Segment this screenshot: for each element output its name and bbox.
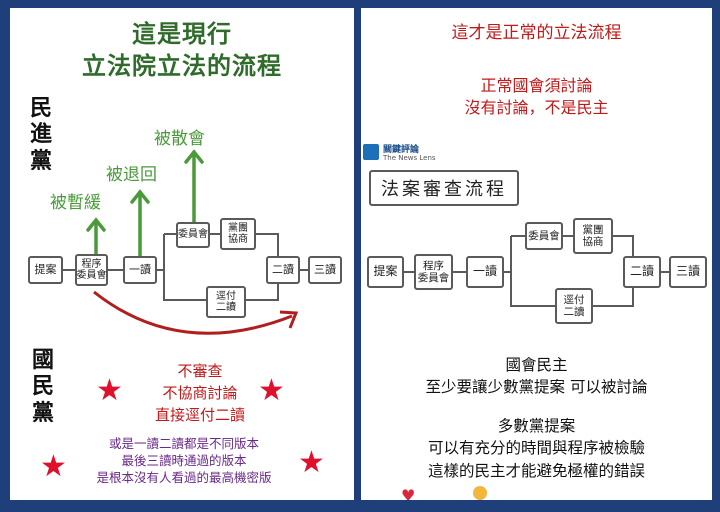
- panel-title-line1: 這是現行: [132, 20, 232, 48]
- purple-note: 或是一讀二讀都是不同版本 最後三讀時通過的版本 是根本沒有人看過的最高機密版: [96, 436, 272, 485]
- scattered-label: 被散會: [154, 129, 205, 149]
- right-heading: 這才是正常的立法流程: [451, 23, 622, 43]
- committee-box: 委員會: [525, 222, 563, 250]
- direct-to-second-box: 逕付 二讀: [555, 288, 593, 324]
- star-icon: ★: [298, 445, 325, 480]
- normal-process-panel: 這才是正常的立法流程 正常國會須討論 沒有討論，不是民主 關鍵評論 The Ne…: [361, 8, 712, 500]
- proposal-box: 提案: [28, 256, 63, 284]
- procedure-committee-box: 程序 委員會: [414, 254, 453, 290]
- star-icon: ★: [40, 449, 67, 484]
- direct-to-second-box: 逕付 二讀: [206, 286, 246, 318]
- second-reading-box: 二讀: [266, 256, 300, 284]
- red-line-3: 直接逕付二讀: [154, 406, 245, 424]
- procedure-committee-box: 程序 委員會: [75, 254, 108, 286]
- committee-box: 委員會: [176, 222, 210, 248]
- first-reading-box: 一讀: [466, 256, 504, 288]
- heart-icon: ♥: [401, 486, 416, 501]
- caucus-negotiation-box: 黨團 協商: [573, 218, 613, 254]
- first-reading-box: 一讀: [123, 256, 157, 284]
- returned-label: 被退回: [106, 165, 157, 185]
- star-icon: ★: [258, 373, 285, 408]
- logo-cn: 關鍵評論: [383, 145, 420, 155]
- red-line-1: 不審查: [177, 362, 223, 380]
- emoji-icon: [473, 486, 487, 500]
- dpp-label: 民進黨: [29, 96, 52, 174]
- left-flow-connectors: [63, 149, 308, 335]
- right-sub-line2: 沒有討論，不是民主: [464, 98, 609, 117]
- democracy-note: 國會民主 至少要讓少數黨提案 可以被討論 多數黨提案 可以有充分的時間與程序被檢…: [425, 356, 648, 480]
- current-process-panel: 這是現行 立法院立法的流程 民進黨 國民黨 被暫緩 被退回 被散會: [10, 8, 354, 500]
- caucus-negotiation-box: 黨團 協商: [220, 218, 256, 250]
- red-line-2: 不協商討論: [162, 384, 238, 402]
- proposal-box: 提案: [367, 256, 404, 288]
- second-reading-box: 二讀: [623, 256, 661, 288]
- right-sub-line1: 正常國會須討論: [480, 76, 593, 95]
- star-icon: ★: [96, 373, 123, 408]
- third-reading-box: 三讀: [308, 256, 342, 284]
- suspended-label: 被暫緩: [50, 193, 101, 213]
- third-reading-box: 三讀: [669, 256, 707, 288]
- chart-title-box: 法案審查流程: [369, 170, 519, 206]
- panel-title-line2: 立法院立法的流程: [82, 52, 282, 80]
- logo-en: The News Lens: [383, 154, 436, 162]
- news-lens-logo-icon: [363, 144, 379, 160]
- kmt-label: 國民黨: [31, 348, 54, 426]
